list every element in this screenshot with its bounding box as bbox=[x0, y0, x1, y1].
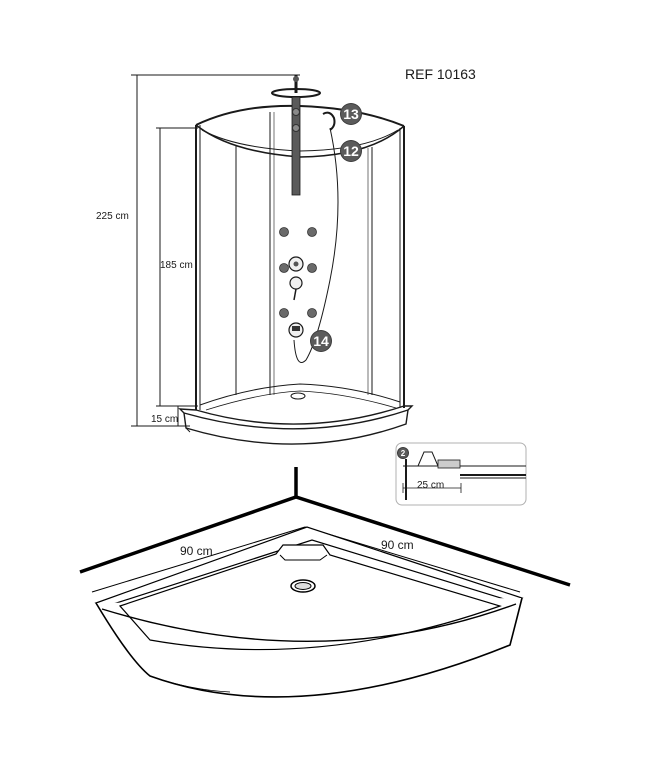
width-right-label: 90 cm bbox=[381, 538, 414, 552]
drain-offset-label: 25 cm bbox=[417, 480, 445, 491]
callout-14: 14 bbox=[311, 331, 331, 351]
callout-12: 12 bbox=[341, 141, 361, 161]
width-left-label: 90 cm bbox=[180, 544, 213, 558]
reference-label: REF 10163 bbox=[405, 66, 476, 82]
total-height-label: 225 cm bbox=[96, 211, 129, 222]
cabin-height-label: 185 cm bbox=[160, 260, 193, 271]
drain-detail-inset bbox=[395, 442, 527, 506]
tray-height-label: 15 cm bbox=[151, 414, 179, 425]
callout-13: 13 bbox=[341, 104, 361, 124]
callout-2: 2 bbox=[398, 448, 408, 458]
tray-top-view bbox=[79, 467, 571, 698]
dimension-lines bbox=[131, 74, 300, 427]
shower-column bbox=[271, 75, 339, 363]
